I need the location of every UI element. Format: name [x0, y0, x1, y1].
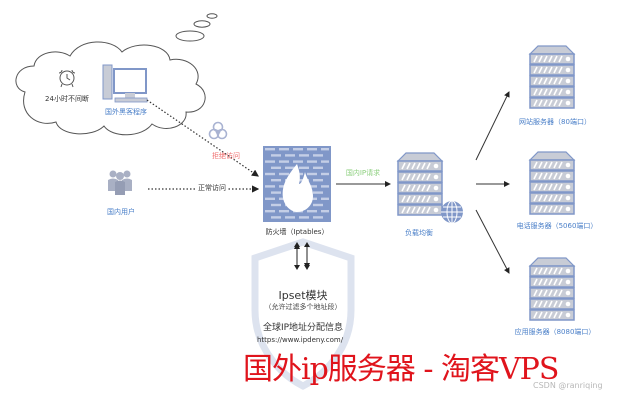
alarm-clock-label: 24小时不间断 [45, 95, 89, 103]
firewall-brick [307, 148, 317, 151]
firewall-brick [307, 185, 317, 188]
edge-firewall-ipset [294, 242, 310, 270]
phone-server-icon [529, 151, 575, 215]
app-server-label: 应用服务器（8080端口） [514, 328, 596, 336]
ipset-info: 全球IP地址分配信息 [262, 323, 344, 333]
firewall-icon [263, 146, 331, 222]
firewall-brick [271, 179, 281, 182]
firewall-brick [285, 166, 295, 169]
domestic-ip-request-label: 国内IP请求 [345, 169, 381, 177]
firewall-brick [293, 160, 303, 163]
firewall-brick [321, 160, 329, 163]
firewall-brick [321, 185, 329, 188]
deny-access-label: 拒绝访问 [212, 152, 240, 160]
firewall-brick [321, 197, 329, 200]
domestic-user-label: 国内用户 [107, 208, 135, 216]
firewall-brick [299, 154, 309, 157]
firewall-brick [271, 203, 281, 207]
firewall-brick [313, 154, 323, 157]
firewall-brick [265, 197, 275, 200]
firewall-brick [313, 203, 323, 207]
users-icon [108, 170, 132, 195]
web-server-icon [529, 45, 575, 109]
load-balancer-icon [397, 152, 463, 224]
firewall-brick [321, 210, 329, 213]
firewall-brick [313, 191, 323, 194]
credit-text: CSDN @ranriqing [533, 381, 603, 390]
watermark-title: 国外ip服务器 - 淘客VPS [243, 352, 559, 387]
firewall-brick [313, 166, 323, 169]
firewall-label: 防火墙（Iptables） [265, 228, 329, 236]
firewall-brick [265, 185, 275, 188]
firewall-brick [307, 172, 317, 176]
edge-attacker-firewall [146, 99, 259, 177]
firewall-brick [299, 166, 309, 169]
ipset-title: Ipset模块 [278, 289, 328, 302]
web-server-label: 网站服务器（80端口） [519, 118, 591, 126]
firewall-brick [313, 179, 323, 182]
edge-lb-app [475, 209, 510, 274]
attacker-label: 国外黑客程序 [105, 108, 147, 116]
ipset-subtitle: （允许过滤多个地址段） [264, 303, 342, 311]
computer-icon [102, 64, 148, 103]
firewall-brick [265, 210, 275, 213]
ipset-url[interactable]: https://www.ipdeny.com/ [256, 336, 344, 344]
edge-lb-web [475, 91, 510, 161]
app-server-icon [529, 257, 575, 321]
firewall-brick [321, 172, 329, 176]
firewall-brick [271, 216, 281, 219]
firewall-brick [265, 160, 275, 163]
firewall-brick [293, 148, 303, 151]
firewall-brick [285, 154, 295, 157]
normal-access-label: 正常访问 [197, 183, 227, 193]
firewall-brick [279, 172, 289, 176]
firewall-brick [307, 210, 317, 213]
firewall-brick [279, 210, 289, 213]
biohazard-icon [208, 121, 228, 140]
firewall-brick [285, 216, 295, 219]
firewall-brick [271, 191, 281, 194]
shield-icon [251, 238, 355, 390]
load-balancer-label: 负载均衡 [405, 229, 433, 237]
firewall-brick [265, 172, 275, 176]
phone-server-label: 电话服务器（5060端口） [516, 222, 598, 230]
alarm-clock-icon [58, 69, 76, 88]
firewall-brick [265, 148, 275, 151]
firewall-brick [279, 148, 289, 151]
firewall-brick [307, 160, 317, 163]
firewall-brick [271, 154, 281, 157]
globe-icon [441, 200, 463, 224]
firewall-brick [321, 148, 329, 151]
firewall-brick [299, 216, 309, 219]
firewall-brick [313, 216, 323, 219]
firewall-brick [279, 160, 289, 163]
firewall-brick [271, 166, 281, 169]
